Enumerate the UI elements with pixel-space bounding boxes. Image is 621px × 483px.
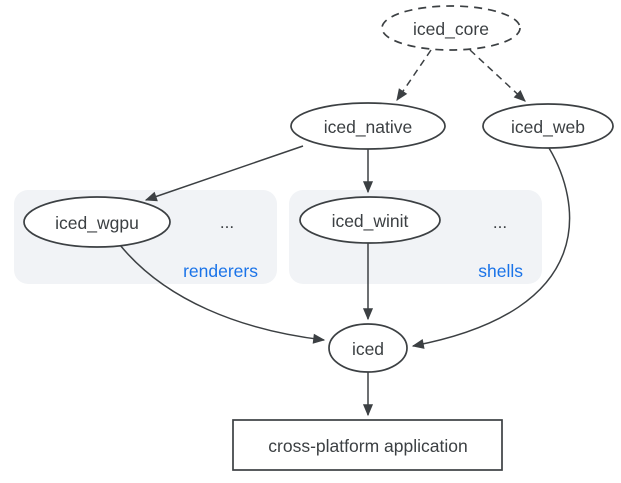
node-iced-core: iced_core xyxy=(381,5,521,51)
iced-label: iced xyxy=(352,339,384,359)
shells-group-label: shells xyxy=(478,261,523,281)
iced-wgpu-shape xyxy=(23,196,171,248)
iced-core-shape xyxy=(381,5,521,51)
node-iced: iced xyxy=(328,323,408,373)
iced-web-label: iced_web xyxy=(511,117,585,138)
node-iced-winit: iced_winit xyxy=(299,196,441,244)
renderers-group-label: renderers xyxy=(183,261,258,281)
shells-ellipsis: ... xyxy=(493,213,507,232)
iced-shape xyxy=(328,323,408,373)
node-iced-wgpu: iced_wgpu xyxy=(23,196,171,248)
application-shape xyxy=(232,419,503,471)
iced-native-shape xyxy=(290,102,446,150)
edge-iced-native-to-iced-wgpu xyxy=(144,145,304,202)
node-application: cross-platform application xyxy=(232,419,503,471)
iced-wgpu-label: iced_wgpu xyxy=(55,213,139,234)
iced-core-label: iced_core xyxy=(413,19,489,40)
node-iced-web: iced_web xyxy=(482,103,614,149)
renderers-ellipsis: ... xyxy=(220,213,234,232)
iced-native-label: iced_native xyxy=(324,117,413,138)
edge-iced-core-to-iced-native xyxy=(396,49,432,101)
node-iced-native: iced_native xyxy=(290,102,446,150)
iced-web-shape xyxy=(482,103,614,149)
edge-iced-wgpu-to-iced xyxy=(119,244,326,344)
edge-iced-core-to-iced-web xyxy=(469,49,526,102)
iced-winit-label: iced_winit xyxy=(332,211,409,232)
iced-winit-shape xyxy=(299,196,441,244)
edge-iced-web-to-iced xyxy=(411,147,571,349)
application-label: cross-platform application xyxy=(268,436,467,456)
